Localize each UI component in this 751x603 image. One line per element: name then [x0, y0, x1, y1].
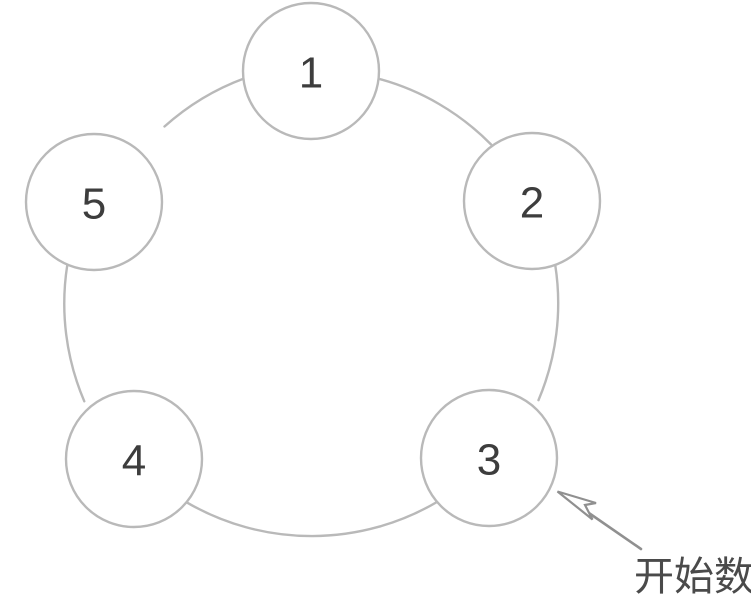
node-5[interactable]: 5 — [24, 132, 164, 272]
node-4-label: 4 — [122, 437, 146, 486]
node-3-label: 3 — [477, 436, 501, 485]
edge-group — [63, 77, 560, 538]
node-2-label: 2 — [520, 179, 544, 228]
node-5-circle[interactable] — [24, 132, 164, 272]
node-5-label: 5 — [82, 180, 106, 229]
edge-2-3 — [537, 263, 560, 402]
annotation-pointer — [556, 490, 643, 551]
node-2[interactable]: 2 — [462, 131, 602, 271]
annotation-label: 开始数 — [634, 554, 751, 600]
edge-4-5 — [63, 264, 86, 403]
edge-3-4 — [185, 500, 439, 538]
node-3[interactable]: 3 — [419, 388, 559, 528]
pointer-shaft-line — [584, 509, 643, 551]
edge-1-2 — [376, 77, 493, 146]
node-2-circle[interactable] — [462, 131, 602, 271]
edge-5-1 — [163, 77, 246, 128]
node-1-circle[interactable] — [241, 1, 381, 141]
arrow-head-icon — [556, 490, 597, 521]
node-4-circle[interactable] — [64, 389, 204, 529]
node-4[interactable]: 4 — [64, 389, 204, 529]
node-1-label: 1 — [299, 49, 323, 98]
node-3-circle[interactable] — [419, 388, 559, 528]
node-1[interactable]: 1 — [241, 1, 381, 141]
